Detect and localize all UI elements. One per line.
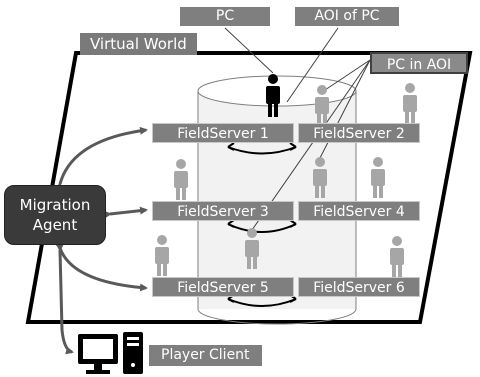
pc-in-aoi-label: PC in AOI xyxy=(370,52,468,74)
agent-to-fs5-arrow xyxy=(54,241,148,292)
pc-figure xyxy=(266,74,280,117)
agent-arrows xyxy=(54,126,148,355)
agent-to-client-arrow xyxy=(55,243,74,355)
npc-figure xyxy=(371,157,385,198)
virtual-world-label: Virtual World xyxy=(80,33,197,55)
field-server-6: FieldServer 6 xyxy=(298,277,420,297)
link-fs3-fs4 xyxy=(227,223,297,233)
player-figures xyxy=(155,74,417,277)
npc-figure xyxy=(313,157,327,198)
aoi-of-pc-label: AOI of PC xyxy=(295,7,399,26)
migration-agent-line2: Agent xyxy=(32,216,78,234)
aoi-callout-line xyxy=(286,27,339,103)
migration-agent-line1: Migration xyxy=(19,196,91,214)
computer-icon xyxy=(78,332,143,374)
npc-figure xyxy=(315,85,329,126)
field-server-2: FieldServer 2 xyxy=(298,123,420,143)
npc-figure xyxy=(245,228,259,269)
agent-to-fs1-arrow xyxy=(54,126,148,191)
field-server-1: FieldServer 1 xyxy=(152,123,294,143)
agent-to-fs3-arrow xyxy=(103,206,148,219)
npc-figure xyxy=(390,236,404,277)
pc-callout-line xyxy=(224,27,274,74)
npc-figure xyxy=(174,159,188,200)
pc-label: PC xyxy=(180,7,270,26)
npc-figure xyxy=(155,235,169,276)
field-server-4: FieldServer 4 xyxy=(298,201,420,221)
field-server-3: FieldServer 3 xyxy=(152,201,294,221)
player-client-label: Player Client xyxy=(149,345,262,366)
field-server-5: FieldServer 5 xyxy=(152,277,294,297)
migration-agent-box: Migration Agent xyxy=(4,185,106,245)
npc-figure xyxy=(403,83,417,124)
